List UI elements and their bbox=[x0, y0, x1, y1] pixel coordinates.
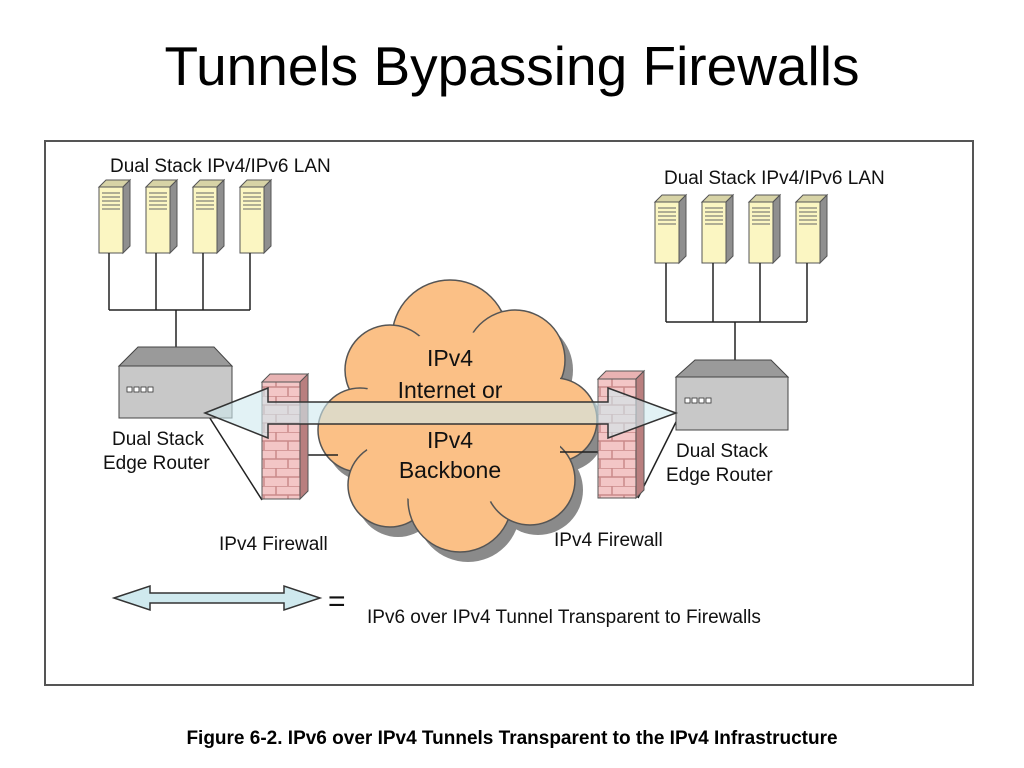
figure-caption: Figure 6-2. IPv6 over IPv4 Tunnels Trans… bbox=[186, 728, 838, 749]
cloud-label-line2: Internet or bbox=[397, 377, 503, 403]
left-router-label-line1: Dual Stack bbox=[112, 429, 204, 450]
tunnel-arrow bbox=[202, 386, 679, 440]
left-firewall-label: IPv4 Firewall bbox=[219, 534, 328, 555]
right-lan-servers bbox=[653, 193, 829, 265]
left-lan-wiring bbox=[108, 253, 251, 347]
cloud-label-line3: IPv4 bbox=[426, 427, 474, 453]
server-icon bbox=[794, 193, 829, 265]
right-firewall-label: IPv4 Firewall bbox=[554, 530, 663, 551]
server-icon bbox=[144, 178, 179, 255]
cloud-label-line4: Backbone bbox=[398, 457, 502, 483]
cloud-label-line1: IPv4 bbox=[426, 345, 474, 371]
left-lan-servers bbox=[97, 178, 273, 255]
server-icon bbox=[653, 193, 688, 265]
left-router-label-line2: Edge Router bbox=[103, 453, 210, 474]
legend-tunnel-arrow bbox=[111, 584, 323, 612]
server-icon bbox=[700, 193, 735, 265]
server-icon bbox=[97, 178, 132, 255]
slide-title: Tunnels Bypassing Firewalls bbox=[164, 35, 860, 97]
left-router-icon bbox=[117, 346, 234, 419]
right-router-icon bbox=[674, 359, 790, 431]
server-icon bbox=[747, 193, 782, 265]
left-lan-label: Dual Stack IPv4/IPv6 LAN bbox=[110, 156, 331, 177]
right-lan-wiring bbox=[665, 263, 808, 360]
server-icon bbox=[238, 178, 273, 255]
left-firewall-icon bbox=[260, 372, 310, 501]
legend-equals: = bbox=[328, 585, 346, 618]
legend-text: IPv6 over IPv4 Tunnel Transparent to Fir… bbox=[367, 607, 761, 628]
ipv4-cloud bbox=[317, 279, 605, 562]
right-firewall-icon bbox=[596, 369, 646, 500]
right-router-label-line2: Edge Router bbox=[666, 465, 773, 486]
right-lan-label: Dual Stack IPv4/IPv6 LAN bbox=[664, 168, 885, 189]
right-router-label-line1: Dual Stack bbox=[676, 441, 768, 462]
server-icon bbox=[191, 178, 226, 255]
